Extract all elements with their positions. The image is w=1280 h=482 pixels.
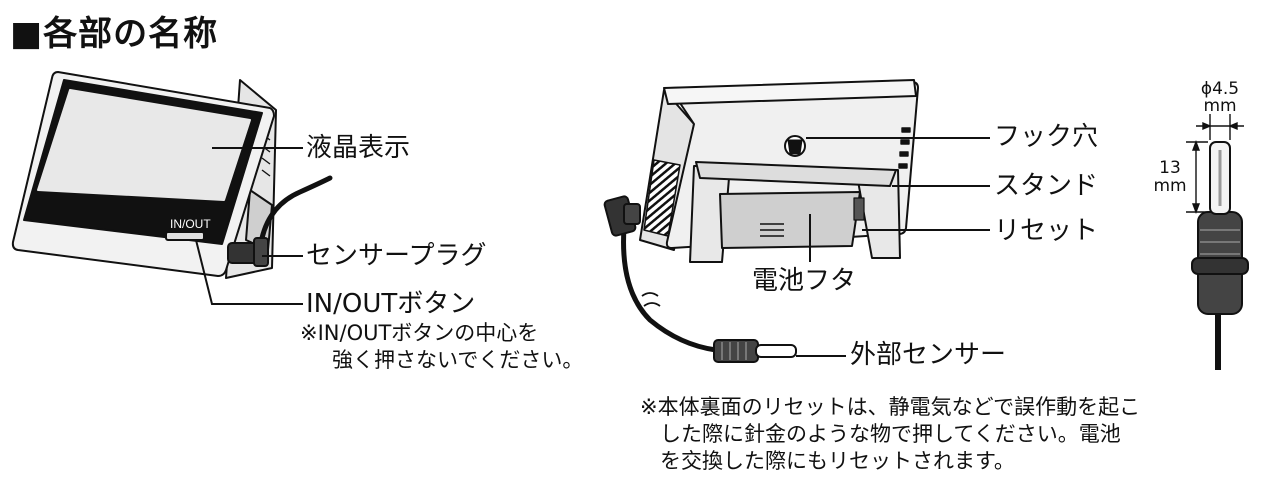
length-value: 13 <box>1159 158 1181 178</box>
lcd-label: 液晶表示 <box>306 133 411 163</box>
button-note-line-1: ※IN/OUTボタンの中心を <box>300 321 539 345</box>
reset-note-line-3: を交換した際にもリセットされます。 <box>660 449 1015 473</box>
back-leader-lines <box>796 137 990 357</box>
stand-label: スタンド <box>994 171 1099 201</box>
button-note-line-2: 強く押さないでください。 <box>332 348 584 372</box>
length-unit: mm <box>1153 176 1187 196</box>
in-out-button-label: IN/OUTボタン <box>306 289 476 319</box>
device-in-out-text: IN/OUT <box>170 217 211 231</box>
front-device <box>11 71 277 279</box>
battery-cover-label: 電池フタ <box>752 266 857 296</box>
sensor-detail <box>1186 114 1249 370</box>
diameter-value: ϕ4.5 <box>1200 79 1240 99</box>
hook-hole-label: フック穴 <box>994 122 1099 152</box>
reset-label: リセット <box>994 216 1099 246</box>
back-device <box>639 79 919 263</box>
page-title: ■各部の名称 <box>10 14 219 54</box>
diameter-unit: mm <box>1203 96 1237 116</box>
reset-note-line-2: した際に針金のような物で押してください。電池 <box>660 422 1121 446</box>
external-sensor-label: 外部センサー <box>850 340 1007 370</box>
front-sensor-plug <box>227 175 333 267</box>
reset-note-line-1: ※本体裏面のリセットは、静電気などで誤作動を起こ <box>640 395 1141 419</box>
sensor-plug-label: センサープラグ <box>306 241 487 271</box>
front-leader-lines <box>195 147 303 305</box>
back-sensor-cable <box>603 195 797 363</box>
